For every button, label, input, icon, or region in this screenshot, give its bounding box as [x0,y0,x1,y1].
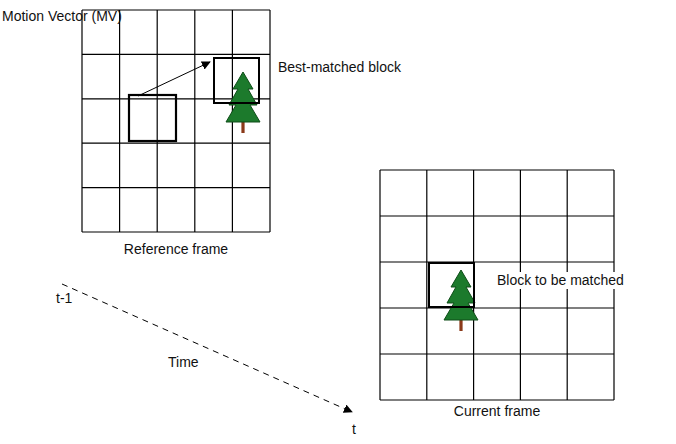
reference-grid [82,10,270,232]
time-arrow [62,284,352,412]
tree-icon [444,270,478,331]
time-label: Time [168,354,199,371]
reference-frame: Reference frame Best-matched block [82,10,270,260]
frame-label: Best-matched block [276,59,403,76]
block-to-be-matched: Block to be matched [428,262,475,308]
time-label: t [352,421,356,438]
frame-label: Current frame [454,403,540,420]
frame-label: Reference frame [124,241,228,258]
time-label: t-1 [56,290,72,307]
best-matched-block: Best-matched block [213,57,260,104]
vector-label: Motion Vector (MV) [2,8,122,25]
motion-vector-arrow [138,62,210,96]
current-frame: Current frame Block to be matched [380,170,614,422]
frame-label: Block to be matched [495,272,626,289]
original-block [129,95,176,141]
